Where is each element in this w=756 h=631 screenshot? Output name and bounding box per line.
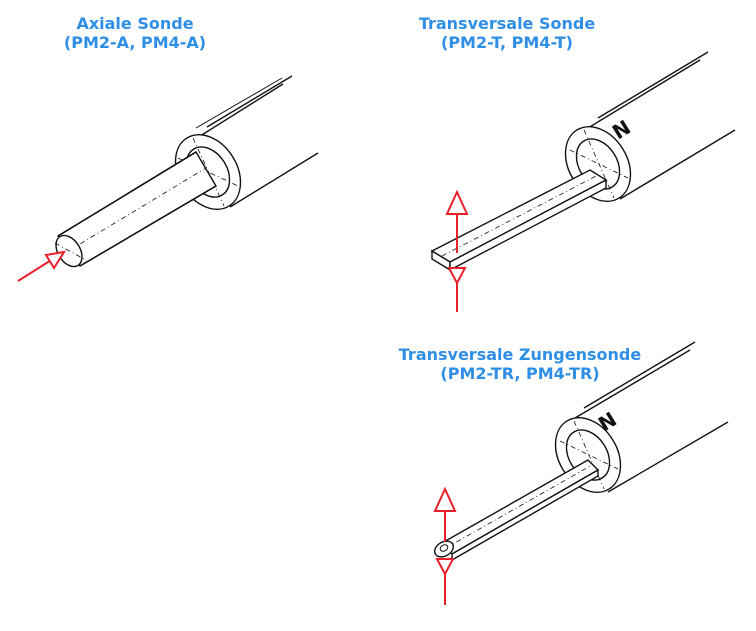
tongue-probe-drawing: N [433,341,729,605]
tongue-probe-title: Transversale Zungensonde (PM2-TR, PM4-TR… [370,345,670,383]
tongue-probe-title-line1: Transversale Zungensonde [398,345,642,364]
axial-probe-title: Axiale Sonde (PM2-A, PM4-A) [40,14,230,52]
axial-probe-title-line1: Axiale Sonde [76,14,194,33]
transversal-probe-title-line1: Transversale Sonde [418,14,596,33]
tongue-probe-title-line2: (PM2-TR, PM4-TR) [440,364,600,383]
transversal-probe-title: Transversale Sonde (PM2-T, PM4-T) [392,14,622,52]
transversal-probe-title-line2: (PM2-T, PM4-T) [441,33,573,52]
axial-probe-drawing [17,75,319,282]
axial-probe-title-line2: (PM2-A, PM4-A) [63,33,207,52]
transversal-probe-drawing: N [430,51,736,312]
